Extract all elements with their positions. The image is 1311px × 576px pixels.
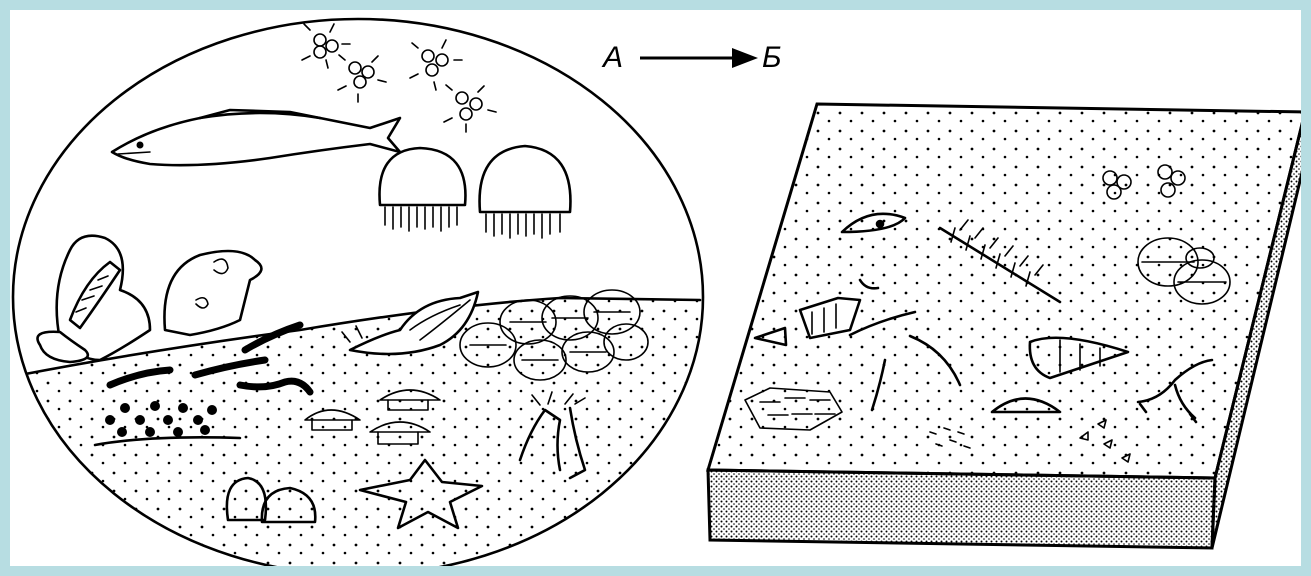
diagram-canvas: А Б: [10, 10, 1301, 566]
living-sea-scene: [10, 19, 720, 566]
fossilization-diagram: А Б: [10, 10, 1301, 566]
fossil-rock-slab: [708, 104, 1301, 548]
slab-front-face: [708, 470, 1215, 548]
fish-icon: [112, 110, 400, 165]
slab-top-face: [708, 104, 1301, 478]
label-a: А: [601, 41, 623, 74]
jellyfish-icon: [380, 146, 571, 238]
plankton-cluster-icon: [302, 24, 496, 132]
label-b: Б: [762, 41, 782, 74]
transition-arrow: А Б: [601, 41, 782, 74]
